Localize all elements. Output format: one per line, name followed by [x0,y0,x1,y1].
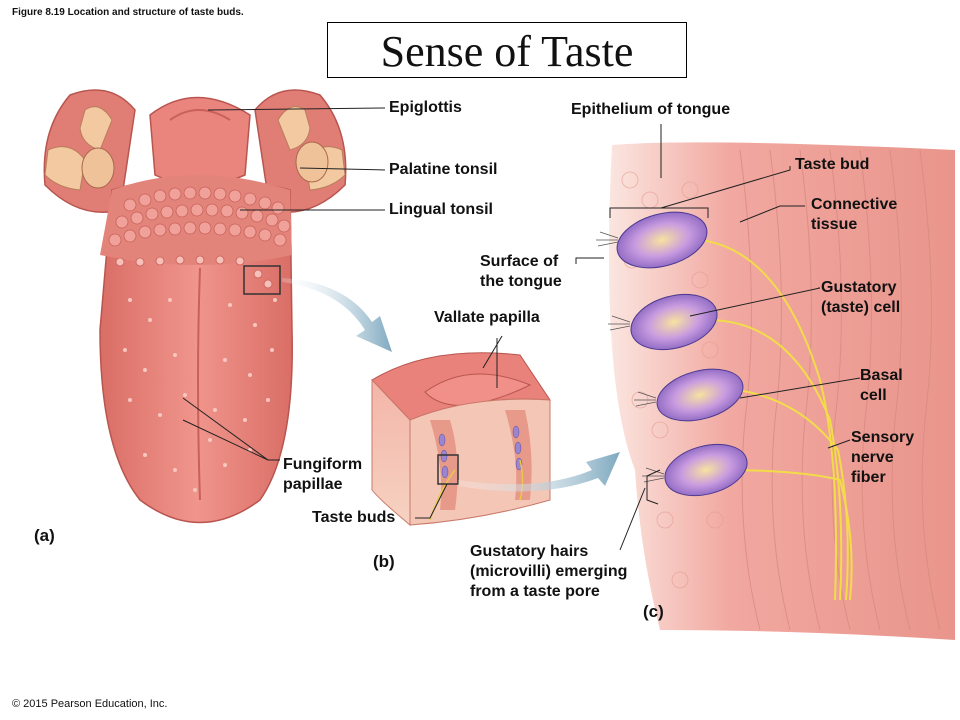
vallate-papilla-illustration [371,352,551,527]
page-title: Sense of Taste [380,27,634,76]
label-connective-tissue: Connective tissue [811,195,897,235]
panel-label-b: (b) [373,552,395,571]
panel-label-a: (a) [34,526,55,545]
tongue-illustration [43,89,347,524]
title-box: Sense of Taste [327,22,687,78]
figure-caption: Figure 8.19 Location and structure of ta… [12,7,244,18]
label-taste-bud: Taste bud [795,156,870,173]
label-surface-line-2: the tongue [480,273,562,290]
label-connective-line-2: tissue [811,216,858,233]
label-taste-buds: Taste buds [312,509,396,526]
label-sensory-line-1: Sensory [851,429,915,446]
label-hairs-line-3: from a taste pore [470,583,600,600]
panel-label-c: (c) [643,602,664,621]
label-sensory-line-3: fiber [851,469,886,486]
label-epiglottis: Epiglottis [389,99,462,116]
label-palatine-tonsil: Palatine tonsil [389,161,498,178]
label-gustatory-cell: Gustatory (taste) cell [821,278,900,318]
label-hairs-line-1: Gustatory hairs [470,543,589,560]
label-gustatory-line-2: (taste) cell [821,299,901,316]
label-gustatory-hairs: Gustatory hairs (microvilli) emerging fr… [470,542,627,602]
label-epithelium-of-tongue: Epithelium of tongue [571,101,731,118]
label-sensory-nerve-fiber: Sensory nerve fiber [851,428,914,488]
label-surface-of-tongue: Surface of the tongue [480,252,562,292]
label-hairs-line-2: (microvilli) emerging [470,563,628,580]
label-basal-line-1: Basal [860,367,903,384]
label-basal-line-2: cell [860,387,887,404]
zoom-arrow-a-to-b [282,278,392,352]
label-fungiform-line-1: Fungiform [283,456,363,473]
label-connective-line-1: Connective [811,196,898,213]
copyright-notice: © 2015 Pearson Education, Inc. [12,698,168,710]
label-lingual-tonsil: Lingual tonsil [389,201,493,218]
label-surface-line-1: Surface of [480,253,559,270]
label-fungiform-papillae: Fungiform papillae [283,455,362,495]
label-vallate-papilla: Vallate papilla [434,309,540,326]
label-gustatory-line-1: Gustatory [821,279,897,296]
label-basal-cell: Basal cell [860,366,903,406]
label-fungiform-line-2: papillae [283,476,343,493]
leader-lines [182,107,861,551]
zoom-arrow-b-to-c [458,452,620,492]
label-sensory-line-2: nerve [851,449,894,466]
